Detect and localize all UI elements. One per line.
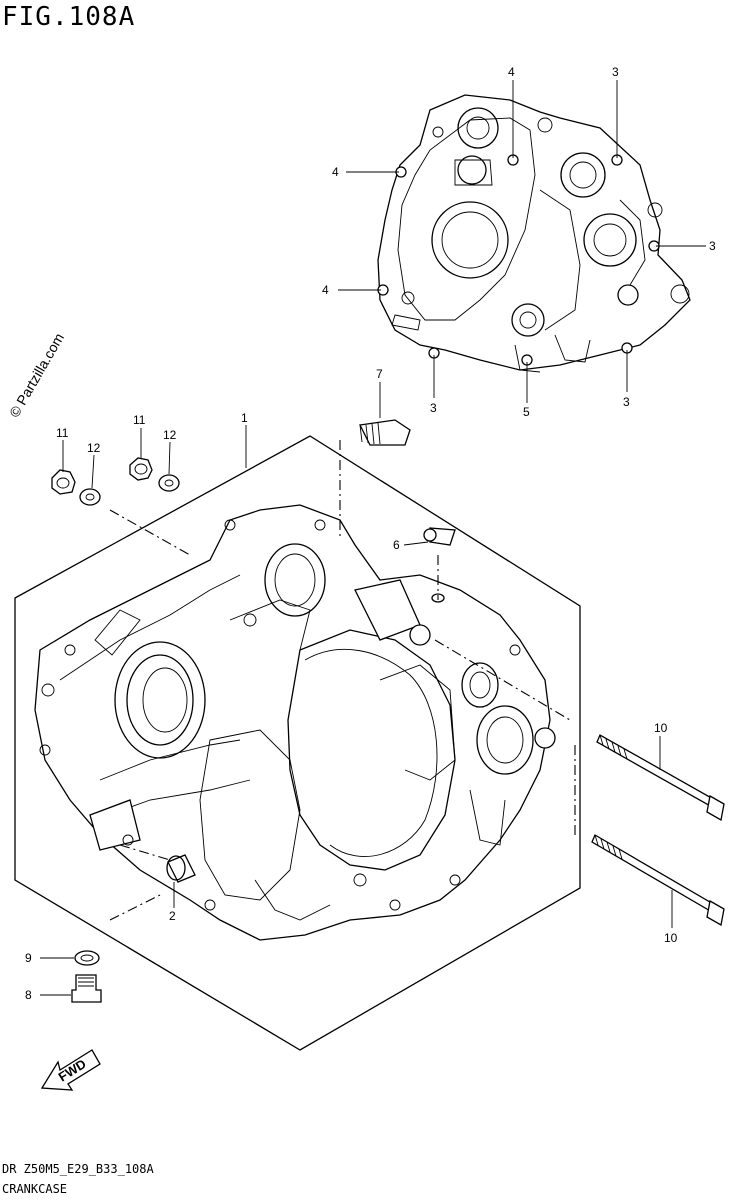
callout-4-top: 4 (508, 65, 515, 79)
alignment-lines (109, 440, 576, 921)
callout-3-bottom-right: 3 (623, 395, 630, 409)
callout-3-top: 3 (612, 65, 619, 79)
part-2 (166, 854, 196, 908)
callout-labels: 4 3 4 3 4 3 5 3 7 1 11 12 11 12 6 10 10 … (25, 65, 716, 1002)
callout-12-b: 12 (163, 428, 177, 442)
callout-7: 7 (376, 367, 383, 381)
callout-12-a: 12 (87, 441, 101, 455)
fwd-arrow-icon: FWD (40, 1049, 101, 1091)
callout-2: 2 (169, 909, 176, 923)
callout-9: 9 (25, 951, 32, 965)
part-10-bolts (591, 734, 725, 928)
callout-11-b: 11 (133, 413, 146, 427)
callout-6: 6 (393, 538, 400, 552)
callout-8: 8 (25, 988, 32, 1002)
figure-title: FIG.108A (2, 2, 136, 32)
parts-8-9 (40, 950, 102, 1003)
footer-code: DR Z50M5_E29_B33_108A (2, 1162, 154, 1176)
callout-10-a: 10 (654, 721, 668, 735)
callout-5: 5 (523, 405, 530, 419)
assembly-outline (14, 425, 581, 1051)
callout-1: 1 (241, 411, 248, 425)
callout-4-left: 4 (332, 165, 339, 179)
part-7 (359, 382, 411, 446)
part-6 (403, 527, 456, 603)
crankcase-right-half (377, 94, 691, 373)
callout-4-left2: 4 (322, 283, 329, 297)
crankcase-assembly (34, 504, 556, 941)
callout-11-a: 11 (56, 426, 69, 440)
callout-3-bottom-left: 3 (430, 401, 437, 415)
parts-11-12 (51, 428, 180, 506)
footer-name: CRANKCASE (2, 1182, 68, 1196)
callout-10-b: 10 (664, 931, 678, 945)
callout-3-right: 3 (709, 239, 716, 253)
leaders-top (338, 80, 706, 403)
